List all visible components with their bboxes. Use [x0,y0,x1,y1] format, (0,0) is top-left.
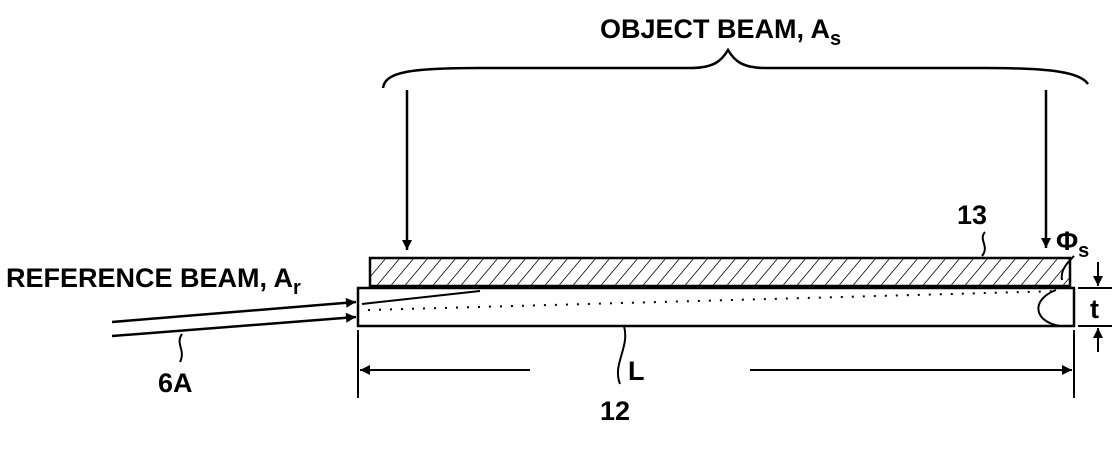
phi-s-arc [1037,289,1061,327]
internal-beam-path [367,290,1061,311]
reference-beam-label: REFERENCE BEAM, Ar [6,263,301,299]
ref-label-13: 13 [957,200,987,230]
dim-t-label: t [1090,294,1099,324]
dim-l-label: L [628,356,645,386]
reference-beam-line-upper [111,297,357,324]
leader-13 [981,231,986,257]
ref-label-12: 12 [600,396,630,426]
reference-beam-line-lower [111,312,357,338]
object-beam-label: OBJECT BEAM, As [600,14,841,50]
ref-label-6a: 6A [158,368,193,398]
phi-s-leader [1060,255,1075,281]
leader-12 [616,325,627,385]
phi-s-label: Φs [1056,226,1089,262]
leader-6a [178,333,183,363]
hatched-layer-13 [368,256,1072,288]
object-beam-brace [381,47,1090,89]
substrate-12 [356,286,1076,328]
taper-line [361,290,481,305]
